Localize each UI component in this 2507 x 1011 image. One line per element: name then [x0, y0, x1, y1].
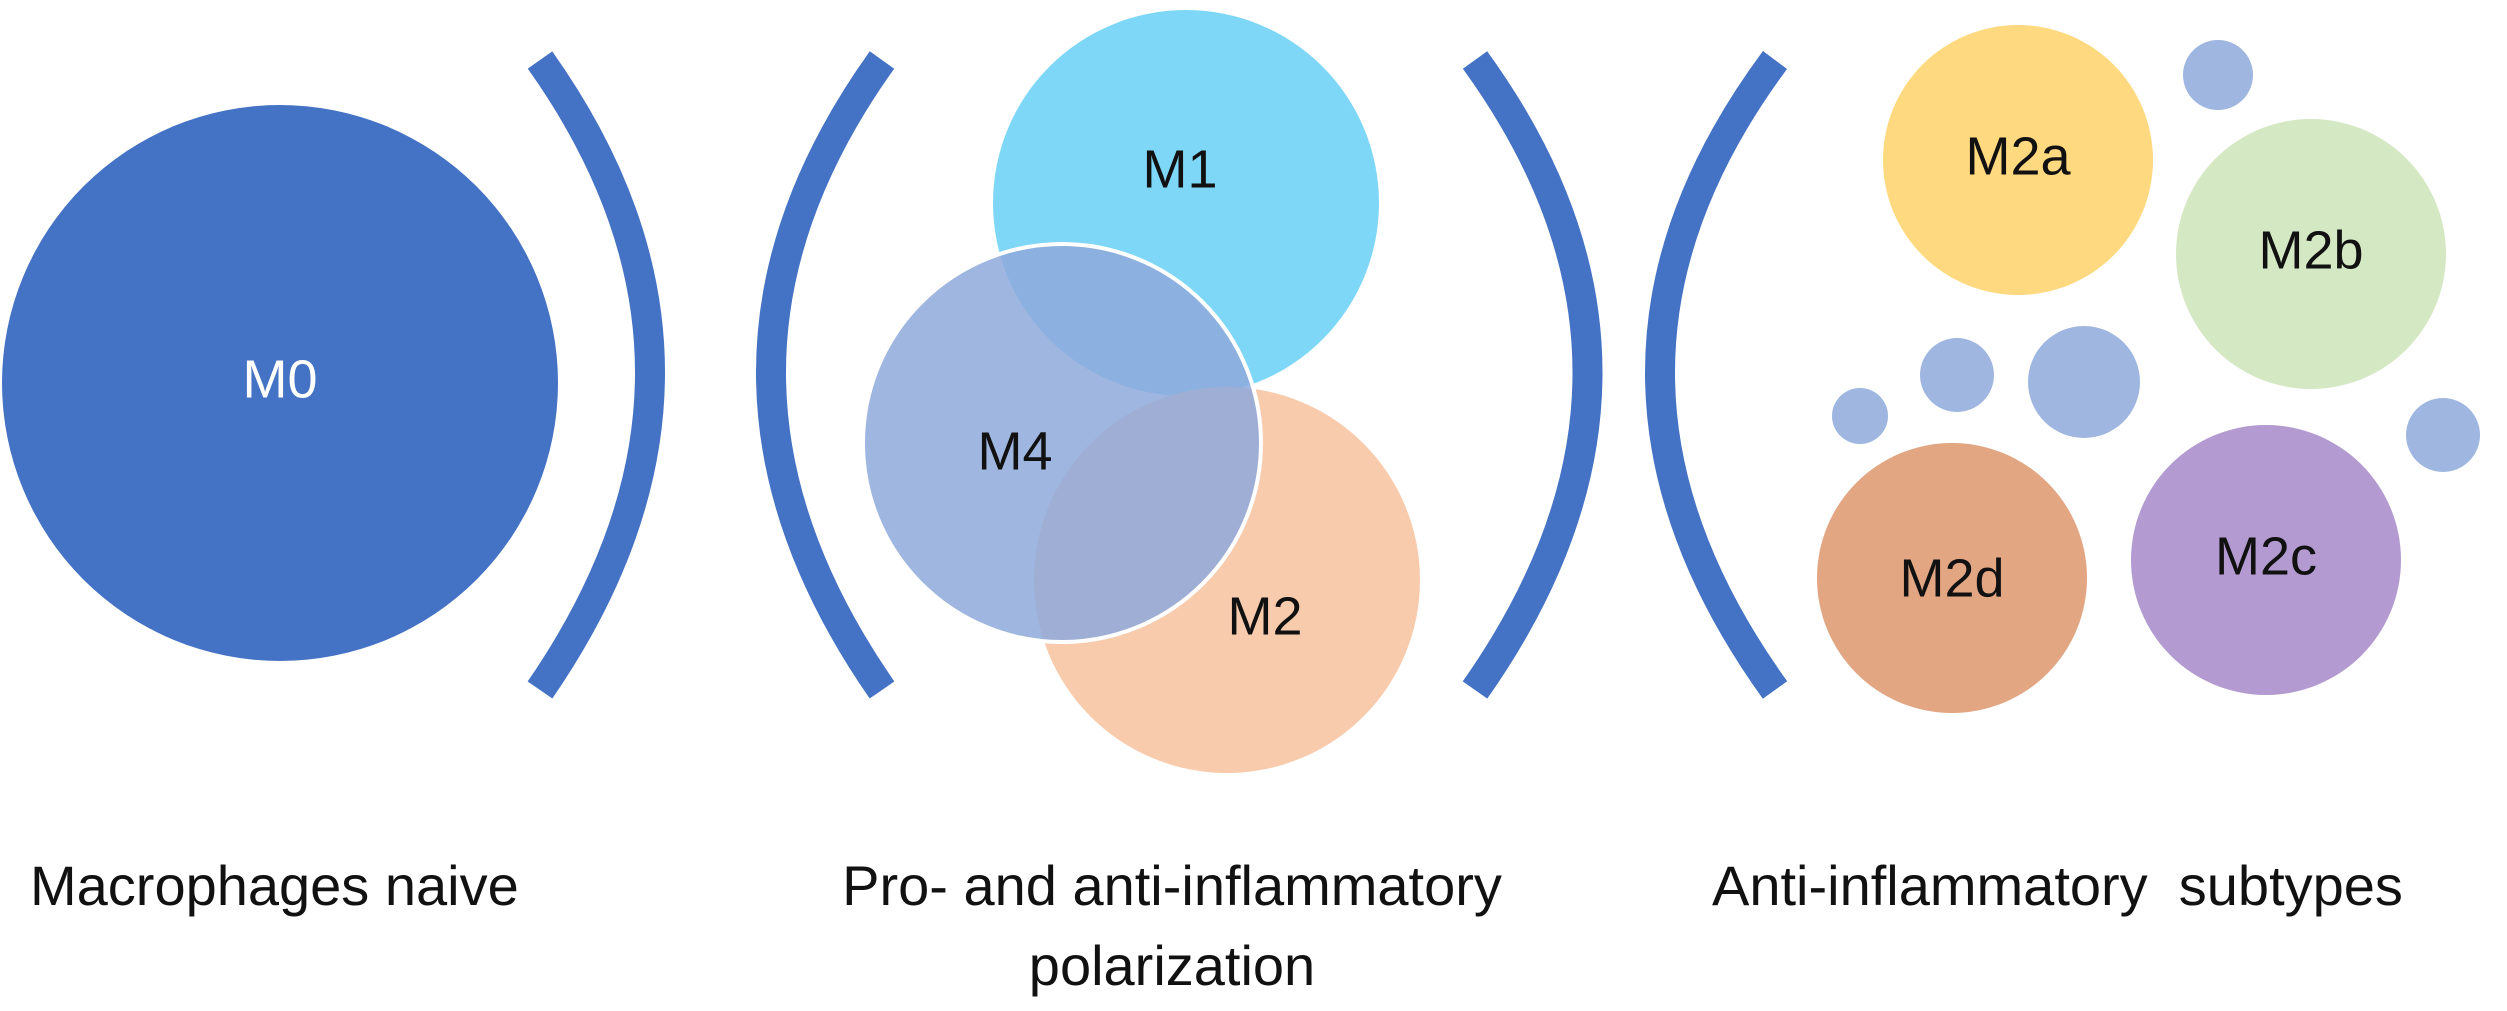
m2d-circle — [1817, 443, 2087, 713]
small-dot — [2028, 326, 2140, 438]
caption-naive: Macrophages naive — [30, 854, 519, 917]
bracket-open-2 — [1645, 51, 1788, 699]
bracket-open-1 — [756, 51, 895, 699]
m1-label: M1 — [1142, 139, 1217, 199]
m2a-circle — [1883, 25, 2153, 295]
m2c-label: M2c — [2215, 526, 2317, 586]
m4-label: M4 — [977, 421, 1052, 481]
m2c-circle — [2131, 425, 2401, 695]
bracket-close-2 — [1462, 51, 1603, 699]
m0-label: M0 — [242, 349, 317, 409]
m0-circle — [2, 105, 558, 661]
caption-polarization-line2: polarization — [1029, 934, 1315, 997]
m2b-label: M2b — [2258, 220, 2363, 280]
small-dot — [2406, 398, 2480, 472]
m4-circle — [861, 242, 1263, 644]
caption-polarization-line1: Pro- and anti-inflammatory — [842, 854, 1502, 917]
bracket-close-1 — [527, 51, 665, 699]
small-dot — [1832, 388, 1888, 444]
small-dot — [1920, 338, 1994, 412]
caption-subtypes: Anti-inflammatory subtypes — [1712, 854, 2403, 917]
m2a-label: M2a — [1965, 126, 2071, 186]
m2b-circle — [2176, 119, 2446, 389]
small-dot — [2183, 40, 2253, 110]
m2d-label: M2d — [1899, 548, 2004, 608]
m2-label: M2 — [1227, 586, 1302, 646]
